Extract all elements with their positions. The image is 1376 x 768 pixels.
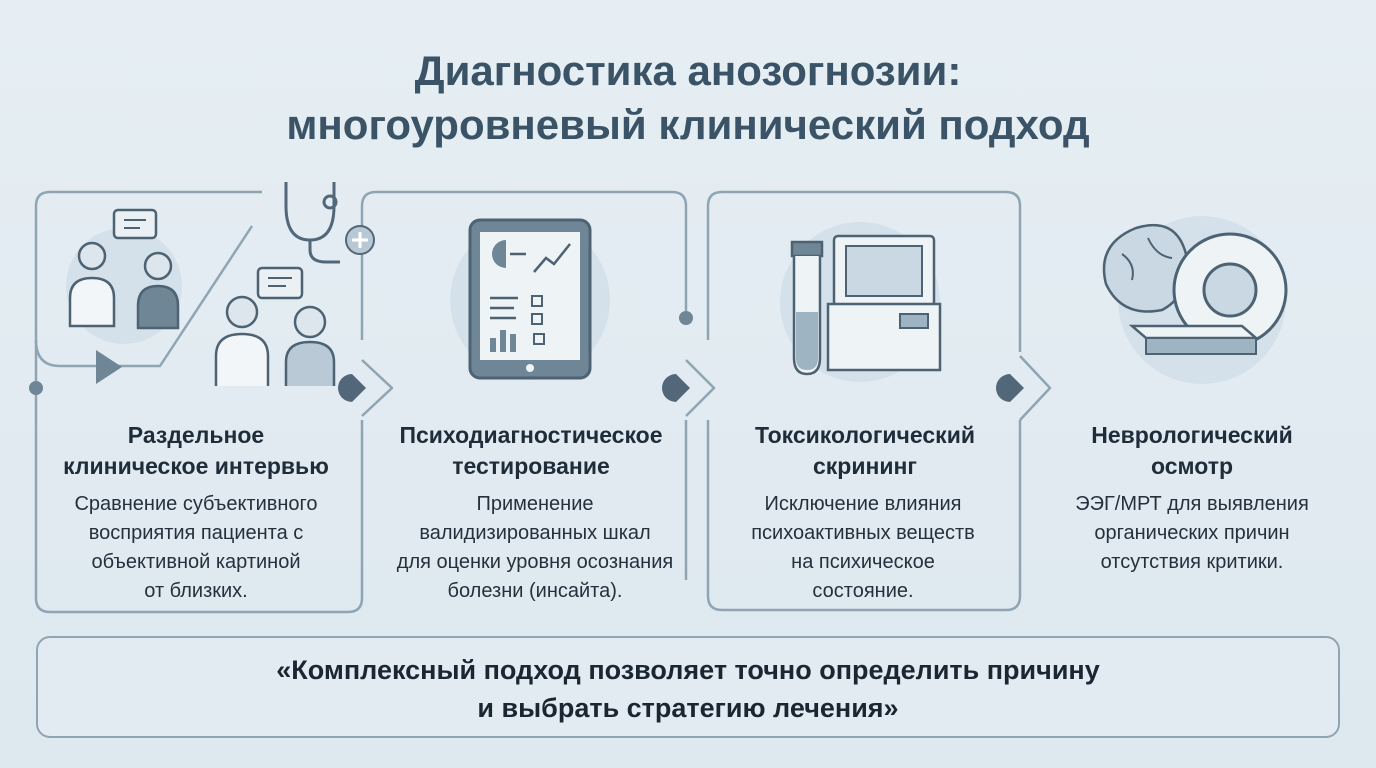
step-1-desc-line: от близких. bbox=[144, 580, 248, 602]
chevron-1 bbox=[361, 359, 394, 417]
step-4-description: ЭЭГ/МРТ для выявления органических причи… bbox=[1017, 490, 1367, 577]
frame-line-1 bbox=[34, 190, 262, 388]
arrow-circle-3 bbox=[996, 374, 1024, 402]
play-arrow-marker bbox=[96, 350, 122, 384]
step-1-desc-line: восприятия пациента с bbox=[88, 522, 304, 544]
step-4-title-line-1: Неврологический bbox=[1091, 422, 1293, 448]
step-1-title: Раздельное клиническое интервью bbox=[31, 420, 361, 482]
tablet-test-chart-icon bbox=[450, 218, 610, 380]
frame-line-2 bbox=[360, 190, 688, 340]
step-4-desc-line: отсутствия критики. bbox=[1100, 551, 1284, 573]
summary-quote-box: «Комплексный подход позволяет точно опре… bbox=[36, 636, 1340, 738]
step-2-description: Применение валидизированных шкал для оце… bbox=[360, 490, 710, 606]
step-2-title-line-1: Психодиагностическое bbox=[399, 422, 663, 448]
step-2-title-line-2: тестирование bbox=[452, 453, 610, 479]
step-3-desc-line: на психическое bbox=[791, 551, 935, 573]
quote-line-1: «Комплексный подход позволяет точно опре… bbox=[276, 655, 1100, 685]
step-1-title-line-2: клиническое интервью bbox=[63, 453, 329, 479]
node-dot-2 bbox=[679, 311, 693, 325]
step-3-desc-line: Исключение влияния bbox=[764, 493, 962, 515]
doctor-patient-interview-icon bbox=[66, 208, 336, 386]
step-4-desc-line: органических причин bbox=[1094, 522, 1290, 544]
node-dot-start bbox=[29, 381, 43, 395]
lab-analyzer-test-tube-icon bbox=[780, 222, 942, 382]
step-1-desc-line: объективной картиной bbox=[91, 551, 301, 573]
step-3-desc-line: психоактивных веществ bbox=[751, 522, 975, 544]
chevron-3 bbox=[1019, 355, 1052, 421]
step-1-title-line-1: Раздельное bbox=[127, 422, 265, 448]
frame-line-1b bbox=[34, 388, 364, 614]
step-3-desc-line: состояние. bbox=[812, 580, 914, 602]
step-3-title-line-2: скрининг bbox=[813, 453, 917, 479]
arrow-circle-2 bbox=[662, 374, 690, 402]
title-line-2: многоуровневый клинический подход bbox=[286, 101, 1090, 148]
step-3-title: Токсикологический скрининг bbox=[700, 420, 1030, 482]
frame-line-3 bbox=[706, 420, 1022, 612]
frame-diagonal bbox=[34, 225, 254, 368]
step-4-desc-line: ЭЭГ/МРТ для выявления bbox=[1075, 493, 1309, 515]
step-4-title-line-2: осмотр bbox=[1150, 453, 1234, 479]
step-4-title: Неврологический осмотр bbox=[1027, 420, 1357, 482]
step-2-title: Психодиагностическое тестирование bbox=[366, 420, 696, 482]
step-1-description: Сравнение субъективного восприятия пацие… bbox=[21, 490, 371, 606]
frame-line-3b bbox=[706, 190, 1022, 352]
step-2-desc-line: для оценки уровня осознания bbox=[396, 551, 674, 573]
chevron-2 bbox=[685, 359, 716, 417]
step-2-desc-line: болезни (инсайта). bbox=[447, 580, 623, 602]
step-2-desc-line: Применение bbox=[476, 493, 594, 515]
step-1-desc-line: Сравнение субъективного bbox=[74, 493, 318, 515]
arrow-circle-1 bbox=[338, 374, 366, 402]
stethoscope-icon bbox=[284, 182, 340, 264]
step-3-title-line-1: Токсикологический bbox=[755, 422, 975, 448]
quote-line-2: и выбрать стратегию лечения» bbox=[477, 693, 899, 723]
title-line-1: Диагностика анозогнозии: bbox=[414, 47, 962, 94]
brain-mri-scanner-icon bbox=[1102, 216, 1288, 384]
step-3-description: Исключение влияния психоактивных веществ… bbox=[688, 490, 1038, 606]
step-2-desc-line: валидизированных шкал bbox=[419, 522, 651, 544]
page-title: Диагностика анозогнозии: многоуровневый … bbox=[0, 44, 1376, 152]
